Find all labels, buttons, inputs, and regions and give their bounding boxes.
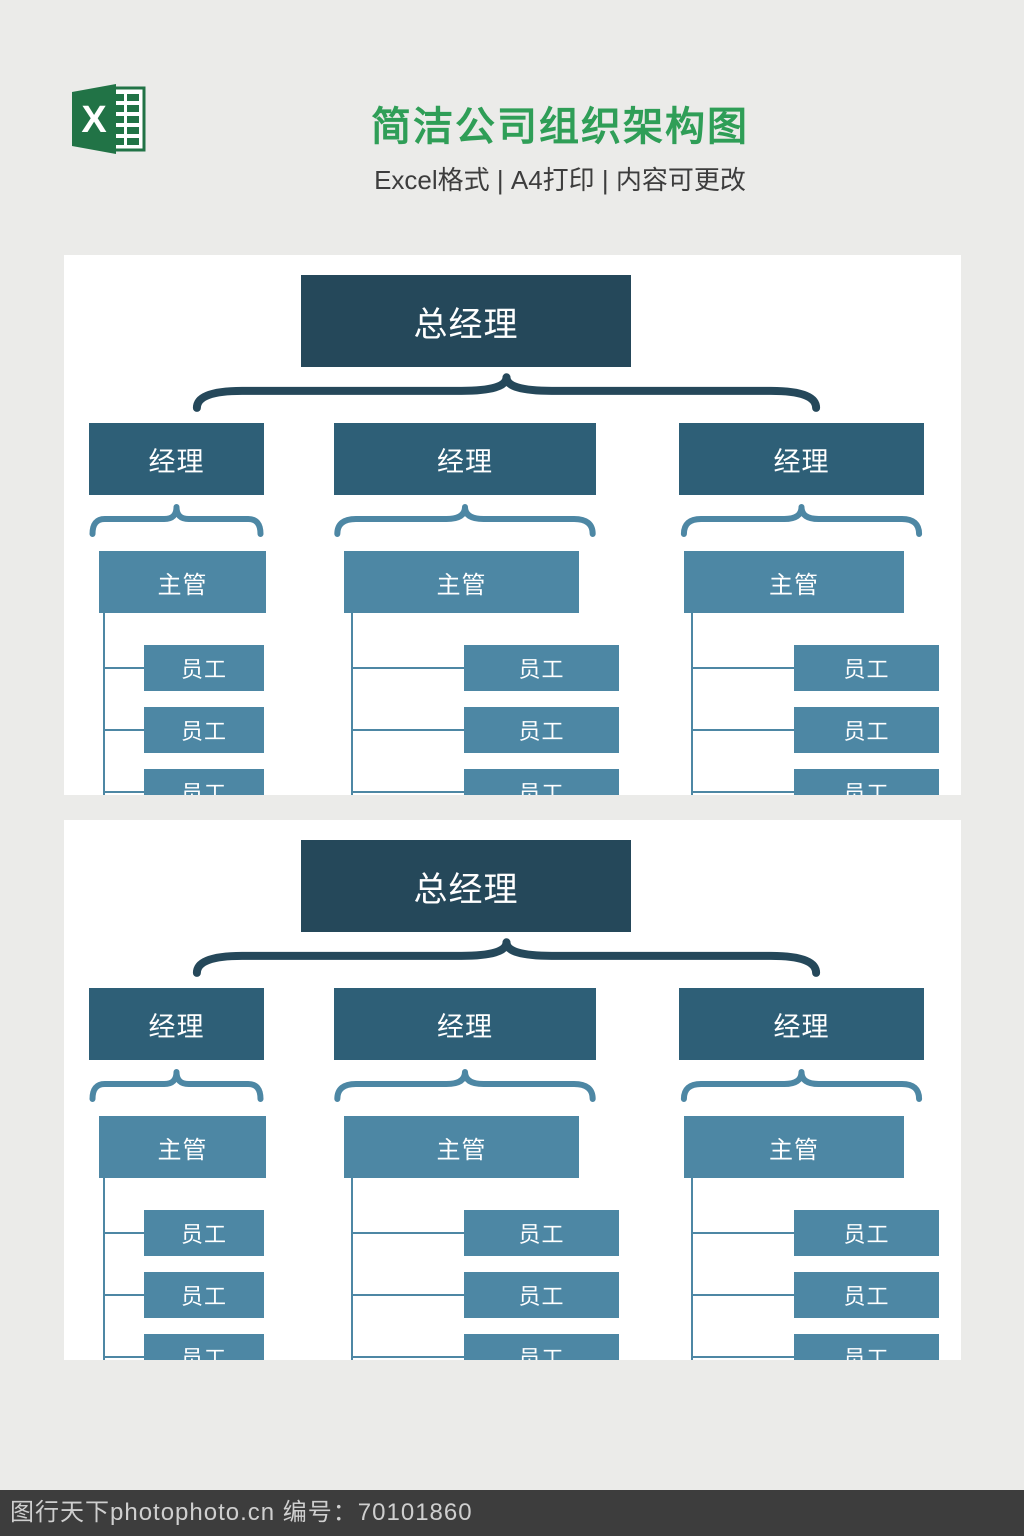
connector-line bbox=[691, 613, 693, 795]
watermark-bar: 图行天下photophoto.cn 编号：70101860 bbox=[0, 1490, 1024, 1536]
connector-line bbox=[353, 729, 464, 731]
connector-line bbox=[693, 729, 794, 731]
connector-line bbox=[691, 1178, 693, 1360]
manager-node: 经理 bbox=[334, 988, 596, 1060]
manager-node: 经理 bbox=[89, 988, 264, 1060]
connector-line bbox=[105, 729, 144, 731]
connector-line bbox=[105, 1294, 144, 1296]
manager-node: 经理 bbox=[89, 423, 264, 495]
connector-line bbox=[103, 1178, 105, 1360]
brace-connector-small bbox=[89, 1070, 264, 1100]
employee-node: 员工 bbox=[464, 1210, 619, 1256]
page-title: 简洁公司组织架构图 bbox=[371, 105, 749, 149]
employee-node: 员工 bbox=[144, 1210, 264, 1256]
manager-node: 经理 bbox=[679, 423, 924, 495]
employee-node: 员工 bbox=[794, 1210, 939, 1256]
brace-connector-main bbox=[184, 940, 829, 974]
brace-connector-small bbox=[679, 1070, 924, 1100]
supervisor-node: 主管 bbox=[99, 1116, 266, 1178]
employee-node: 员工 bbox=[144, 1272, 264, 1318]
employee-node: 员工 bbox=[794, 1334, 939, 1360]
excel-logo-icon: X bbox=[72, 84, 148, 156]
employee-node: 员工 bbox=[794, 707, 939, 753]
brace-connector-small bbox=[332, 1070, 598, 1100]
root-node: 总经理 bbox=[301, 840, 631, 932]
connector-line bbox=[103, 613, 105, 795]
employee-node: 员工 bbox=[144, 707, 264, 753]
supervisor-node: 主管 bbox=[99, 551, 266, 613]
connector-line bbox=[351, 613, 353, 795]
connector-line bbox=[693, 1356, 794, 1358]
employee-node: 员工 bbox=[464, 1272, 619, 1318]
supervisor-node: 主管 bbox=[344, 551, 579, 613]
org-chart-panel-1: 总经理 经理 经理 经理 主管 主管 主管 员工 员工 员 bbox=[64, 255, 961, 795]
employee-node: 员工 bbox=[144, 769, 264, 795]
manager-node: 经理 bbox=[679, 988, 924, 1060]
connector-line bbox=[693, 1232, 794, 1234]
connector-line bbox=[105, 1232, 144, 1234]
manager-node: 经理 bbox=[334, 423, 596, 495]
brace-connector-small bbox=[679, 505, 924, 535]
connector-line bbox=[351, 1178, 353, 1360]
connector-line bbox=[105, 1356, 144, 1358]
connector-line bbox=[353, 1232, 464, 1234]
org-chart-panel-2: 总经理 经理 经理 经理 主管 主管 主管 员工 员工 员 bbox=[64, 820, 961, 1360]
employee-node: 员工 bbox=[464, 769, 619, 795]
connector-line bbox=[693, 791, 794, 793]
connector-line bbox=[353, 1356, 464, 1358]
employee-node: 员工 bbox=[144, 645, 264, 691]
brace-connector-main bbox=[184, 375, 829, 409]
supervisor-node: 主管 bbox=[344, 1116, 579, 1178]
employee-node: 员工 bbox=[144, 1334, 264, 1360]
excel-logo-svg: X bbox=[72, 84, 146, 154]
connector-line bbox=[353, 791, 464, 793]
employee-node: 员工 bbox=[794, 769, 939, 795]
supervisor-node: 主管 bbox=[684, 1116, 904, 1178]
connector-line bbox=[353, 667, 464, 669]
page-subtitle: Excel格式 | A4打印 | 内容可更改 bbox=[374, 165, 746, 195]
svg-text:X: X bbox=[81, 99, 107, 141]
employee-node: 员工 bbox=[794, 645, 939, 691]
connector-line bbox=[353, 1294, 464, 1296]
employee-node: 员工 bbox=[464, 1334, 619, 1360]
employee-node: 员工 bbox=[794, 1272, 939, 1318]
connector-line bbox=[693, 667, 794, 669]
connector-line bbox=[105, 791, 144, 793]
connector-line bbox=[693, 1294, 794, 1296]
brace-connector-small bbox=[332, 505, 598, 535]
root-node: 总经理 bbox=[301, 275, 631, 367]
employee-node: 员工 bbox=[464, 645, 619, 691]
brace-connector-small bbox=[89, 505, 264, 535]
employee-node: 员工 bbox=[464, 707, 619, 753]
supervisor-node: 主管 bbox=[684, 551, 904, 613]
connector-line bbox=[105, 667, 144, 669]
